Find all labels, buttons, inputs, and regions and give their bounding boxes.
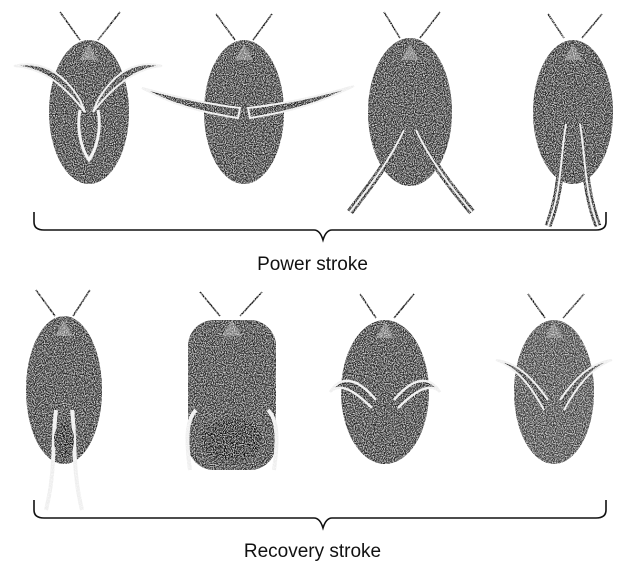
recovery-stroke-brace: [34, 500, 606, 528]
insect-power-1: [14, 12, 162, 184]
insect-recovery-1: [26, 290, 102, 510]
power-stroke-brace: [34, 212, 606, 240]
insect-power-2: [142, 14, 354, 184]
insect-power-4: [533, 14, 613, 226]
recovery-stroke-caption: Recovery stroke: [0, 541, 625, 563]
insect-recovery-3: [330, 294, 440, 464]
power-stroke-caption: Power stroke: [0, 254, 625, 276]
insect-recovery-4: [496, 294, 612, 464]
insect-recovery-2: [188, 292, 277, 470]
insect-power-3: [350, 12, 472, 212]
